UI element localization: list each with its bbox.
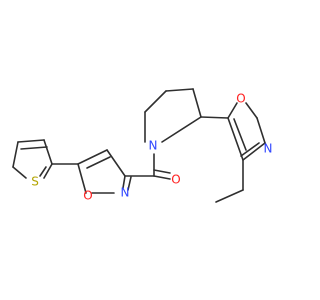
bond-thiophene-4 <box>12 166 27 179</box>
bond-bottom-isoxazole-6 <box>122 175 126 189</box>
bond-top-isoxazole-4 <box>256 117 266 144</box>
bond-carbonyl-c-o-1 <box>153 175 171 180</box>
bond-bottom-isoxazole-double-2 <box>127 176 132 191</box>
bond-pyrrolidine-5 <box>144 90 167 113</box>
oxygen-label-carbonyl: O <box>171 173 180 187</box>
bond-ethyl-2 <box>215 189 244 203</box>
bond-top-isoxazole-2 <box>227 102 238 119</box>
bond-top-isoxazole-3 <box>245 102 258 119</box>
bond-thiophene-double-2 <box>39 166 47 177</box>
bond-bottom-isoxazole-double-1 <box>86 156 111 169</box>
oxygen-label-bottom: O <box>83 189 92 203</box>
bond-pyrrolidine-1 <box>165 88 194 92</box>
nitrogen-label-pyrrolidine: N <box>149 139 158 153</box>
bond-top-isoxazole-double-2 <box>233 118 247 151</box>
bond-bottom-isoxazole-2 <box>106 149 126 177</box>
molecule-diagram: O N N O N O S <box>12 88 273 203</box>
molecule-structure: O N N O N O S <box>12 88 273 203</box>
bond-pyrrolidine-3 <box>161 116 202 143</box>
bond-bottom-isoxazole-4 <box>77 163 87 194</box>
bond-pyrrolidine-2 <box>192 88 202 118</box>
bond-top-isoxazole-1 <box>200 116 229 119</box>
bond-thiophene-double-1 <box>20 146 48 150</box>
sulfur-label: S <box>31 175 39 189</box>
bond-thiophene-3 <box>12 141 19 168</box>
oxygen-label-top: O <box>236 92 245 106</box>
bond-carbonyl-c-o-2 <box>153 169 171 174</box>
nitrogen-label-bottom: N <box>121 186 130 200</box>
bond-thiophene-2 <box>17 139 45 143</box>
bond-bottom-isoxazole-3 <box>77 149 108 165</box>
nitrogen-label-top: N <box>264 142 273 156</box>
bond-top-isoxazole-6 <box>227 117 244 161</box>
bond-thiophene-1 <box>43 139 53 165</box>
bond-thiophene-5 <box>43 163 53 179</box>
bond-top-isoxazole-5 <box>242 142 266 161</box>
bond-top-isoxazole-double-1 <box>240 142 260 157</box>
